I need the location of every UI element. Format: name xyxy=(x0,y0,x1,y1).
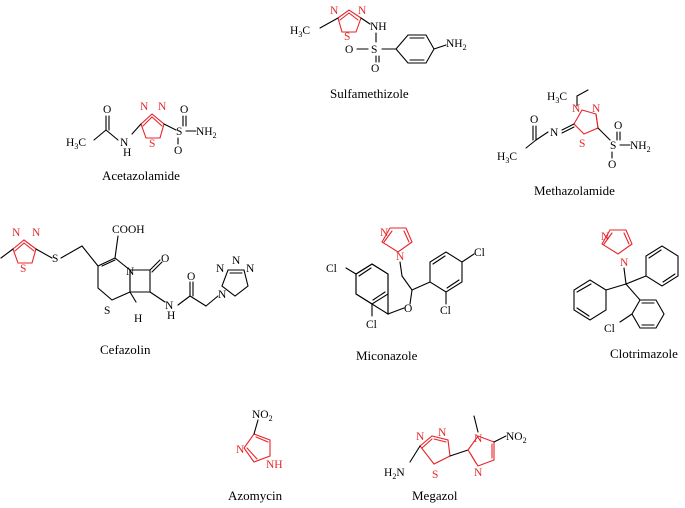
svg-text:H: H xyxy=(167,310,175,322)
svg-text:N: N xyxy=(380,227,389,239)
miconazole-structure: N N O Cl Cl Cl Cl Miconazole xyxy=(326,227,485,363)
svg-text:H3C: H3C xyxy=(547,91,567,105)
svg-text:N: N xyxy=(572,103,581,115)
svg-text:N: N xyxy=(330,5,339,17)
miconazole-name: Miconazole xyxy=(356,348,418,363)
svg-text:N: N xyxy=(246,263,255,275)
svg-text:Cl: Cl xyxy=(474,247,485,259)
methazolamide-name: Methazolamide xyxy=(534,183,615,198)
svg-text:N: N xyxy=(550,127,559,139)
clotrimazole-name: Clotrimazole xyxy=(610,346,678,361)
svg-text:N: N xyxy=(32,227,41,239)
svg-text:Cl: Cl xyxy=(604,323,615,335)
svg-text:NH2: NH2 xyxy=(446,38,467,52)
svg-text:N: N xyxy=(12,227,21,239)
svg-text:H2N: H2N xyxy=(384,467,405,481)
svg-text:N: N xyxy=(601,231,610,243)
svg-text:H: H xyxy=(134,313,142,325)
svg-text:Cl: Cl xyxy=(440,305,451,317)
svg-text:N: N xyxy=(232,255,241,267)
acetazolamide-name: Acetazolamide xyxy=(102,168,180,183)
cefazolin-structure: N N S S S N O H N H COOH O N xyxy=(0,224,255,357)
svg-text:N: N xyxy=(140,101,149,113)
svg-text:Cl: Cl xyxy=(366,319,377,331)
svg-text:N: N xyxy=(474,433,483,445)
svg-text:NO2: NO2 xyxy=(506,431,527,445)
svg-text:N: N xyxy=(474,467,483,479)
svg-text:N: N xyxy=(120,137,129,149)
svg-text:NH2: NH2 xyxy=(196,126,217,140)
svg-text:S: S xyxy=(149,138,155,150)
svg-text:N: N xyxy=(126,266,135,278)
svg-text:H3C: H3C xyxy=(66,137,86,151)
svg-text:N: N xyxy=(396,251,405,263)
svg-text:S: S xyxy=(432,469,438,481)
svg-text:O: O xyxy=(608,159,616,171)
svg-text:N: N xyxy=(416,431,425,443)
svg-text:COOH: COOH xyxy=(112,224,145,236)
svg-text:S: S xyxy=(344,31,350,43)
svg-text:S: S xyxy=(176,126,182,138)
svg-text:NH2: NH2 xyxy=(630,140,651,154)
cefazolin-name: Cefazolin xyxy=(100,342,151,357)
clotrimazole-structure: N N Cl Clotrimazole xyxy=(573,229,679,361)
megazol-name: Megazol xyxy=(412,488,458,503)
svg-text:N: N xyxy=(158,101,167,113)
sulfamethizole-name: Sulfamethizole xyxy=(330,86,409,101)
azomycin-structure: N NH NO2 Azomycin xyxy=(228,409,283,503)
svg-text:O: O xyxy=(174,145,182,157)
svg-text:N: N xyxy=(438,427,447,439)
svg-text:O: O xyxy=(180,104,188,116)
svg-text:O: O xyxy=(103,104,111,116)
svg-text:S: S xyxy=(579,138,585,150)
svg-text:O: O xyxy=(371,63,379,75)
methazolamide-structure: N N S H3C N O H3C S O O NH2 Methazolamid… xyxy=(497,89,651,198)
svg-text:H3C: H3C xyxy=(497,151,517,165)
svg-text:H: H xyxy=(123,147,131,159)
svg-text:Cl: Cl xyxy=(326,263,337,275)
svg-text:S: S xyxy=(52,253,58,265)
azomycin-name: Azomycin xyxy=(228,488,283,503)
svg-text:O: O xyxy=(530,114,538,126)
svg-text:S: S xyxy=(20,263,26,275)
svg-text:NH: NH xyxy=(370,21,387,33)
svg-text:N: N xyxy=(236,444,245,456)
svg-text:O: O xyxy=(345,44,353,56)
acetazolamide-structure: N N S N H O H3C S O O NH2 Acetazolamide xyxy=(66,101,217,183)
svg-text:N: N xyxy=(218,289,227,301)
svg-text:H3C: H3C xyxy=(290,25,310,39)
svg-text:NO2: NO2 xyxy=(252,409,273,423)
svg-text:N: N xyxy=(358,5,367,17)
svg-text:O: O xyxy=(187,271,195,283)
svg-text:O: O xyxy=(161,253,169,265)
svg-text:NH: NH xyxy=(266,459,283,471)
svg-text:O: O xyxy=(404,303,412,315)
svg-text:S: S xyxy=(371,44,377,56)
svg-text:N: N xyxy=(592,103,601,115)
svg-text:N: N xyxy=(620,257,629,269)
sulfamethizole-structure: N N S H3C NH S O O NH2 Sulfamethizole xyxy=(290,5,467,101)
svg-text:S: S xyxy=(104,305,110,317)
svg-text:S: S xyxy=(610,140,616,152)
megazol-structure: N N S H2N N N NO2 Megazol xyxy=(384,415,527,503)
svg-text:N: N xyxy=(165,300,174,312)
svg-text:N: N xyxy=(216,263,225,275)
svg-text:O: O xyxy=(614,120,622,132)
